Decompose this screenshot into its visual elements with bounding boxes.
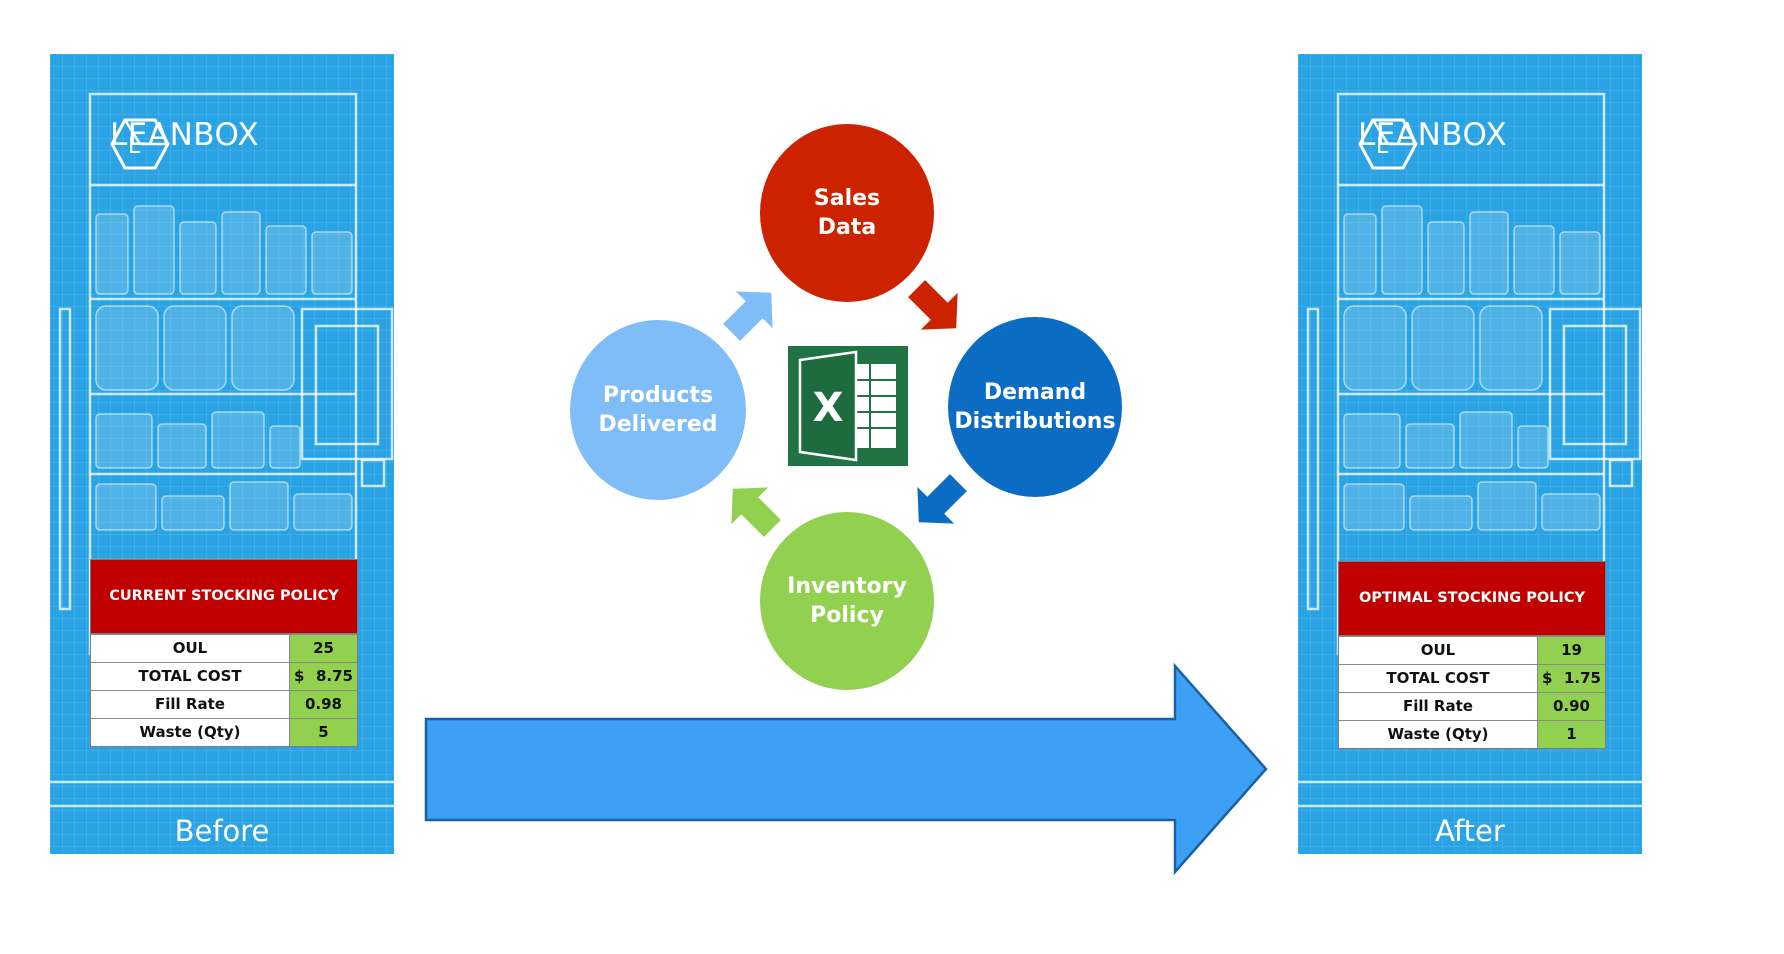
after-label: After [1435, 814, 1505, 848]
policy-row: Waste (Qty) 1 [1339, 720, 1605, 748]
demand-line1: Demand [983, 380, 1087, 405]
policy-row: OUL 25 [91, 634, 357, 662]
leanbox-logo: L LEANBOX [1358, 117, 1507, 170]
policy-key: Waste (Qty) [91, 719, 290, 746]
svg-text:L: L [128, 134, 141, 159]
fridge-outline-graphic [1298, 92, 1642, 808]
arrow-sales-to-demand-icon [908, 280, 958, 330]
policy-row: Fill Rate 0.98 [91, 690, 357, 718]
arrow-demand-to-inventory-icon [917, 474, 967, 524]
policy-key: Fill Rate [91, 691, 290, 718]
svg-text:X: X [813, 385, 844, 431]
policy-value: 0.98 [290, 691, 357, 718]
excel-icon: X [788, 346, 908, 466]
current-stocking-policy-table: CURRENT STOCKING POLICY OUL 25 TOTAL COS… [90, 559, 358, 747]
policy-row: OUL 19 [1339, 636, 1605, 664]
policy-row: TOTAL COST $ 1.75 [1339, 664, 1605, 692]
policy-key: TOTAL COST [91, 663, 290, 690]
products-line1: Products [602, 383, 714, 408]
after-fridge: L LEANBOX OPTIMAL STOCKING POLICY OUL 19… [1298, 54, 1642, 854]
policy-row: TOTAL COST $ 8.75 [91, 662, 357, 690]
policy-value: 1 [1538, 721, 1605, 748]
optimal-stocking-policy-table: OPTIMAL STOCKING POLICY OUL 19 TOTAL COS… [1338, 561, 1606, 749]
fridge-outline-graphic [50, 92, 394, 808]
policy-key: Waste (Qty) [1339, 721, 1538, 748]
currency-symbol: $ [1542, 669, 1553, 687]
policy-title: CURRENT STOCKING POLICY [91, 560, 357, 634]
policy-value: 25 [290, 635, 357, 662]
leanbox-logo: L LEANBOX [110, 117, 259, 170]
policy-value: $ 8.75 [290, 663, 357, 690]
sales-line2: Data [817, 215, 877, 240]
policy-key: TOTAL COST [1339, 665, 1538, 692]
arrow-inventory-to-products-icon [731, 487, 781, 537]
cost-amount: 8.75 [315, 667, 353, 685]
svg-text:L: L [1376, 134, 1389, 159]
cost-amount: 1.75 [1563, 669, 1601, 687]
leanbox-hex-icon: L [1358, 118, 1418, 170]
inventory-line1: Inventory [787, 574, 907, 599]
right-arrow-icon [424, 662, 1268, 876]
leanbox-hex-icon: L [110, 118, 170, 170]
before-label: Before [174, 814, 270, 848]
policy-value: $ 1.75 [1538, 665, 1605, 692]
policy-key: OUL [91, 635, 290, 662]
policy-row: Waste (Qty) 5 [91, 718, 357, 746]
products-line2: Delivered [598, 412, 718, 437]
demand-line2: Distributions [954, 409, 1116, 434]
sales-line1: Sales [813, 186, 881, 211]
currency-symbol: $ [294, 667, 305, 685]
policy-value: 0.90 [1538, 693, 1605, 720]
policy-value: 19 [1538, 637, 1605, 664]
policy-key: OUL [1339, 637, 1538, 664]
policy-title: OPTIMAL STOCKING POLICY [1339, 562, 1605, 636]
policy-row: Fill Rate 0.90 [1339, 692, 1605, 720]
arrow-products-to-sales-icon [723, 291, 773, 341]
before-fridge: L LEANBOX CURRENT STOCKING POLICY OUL 25… [50, 54, 394, 854]
policy-value: 5 [290, 719, 357, 746]
policy-key: Fill Rate [1339, 693, 1538, 720]
inventory-line2: Policy [810, 603, 884, 628]
